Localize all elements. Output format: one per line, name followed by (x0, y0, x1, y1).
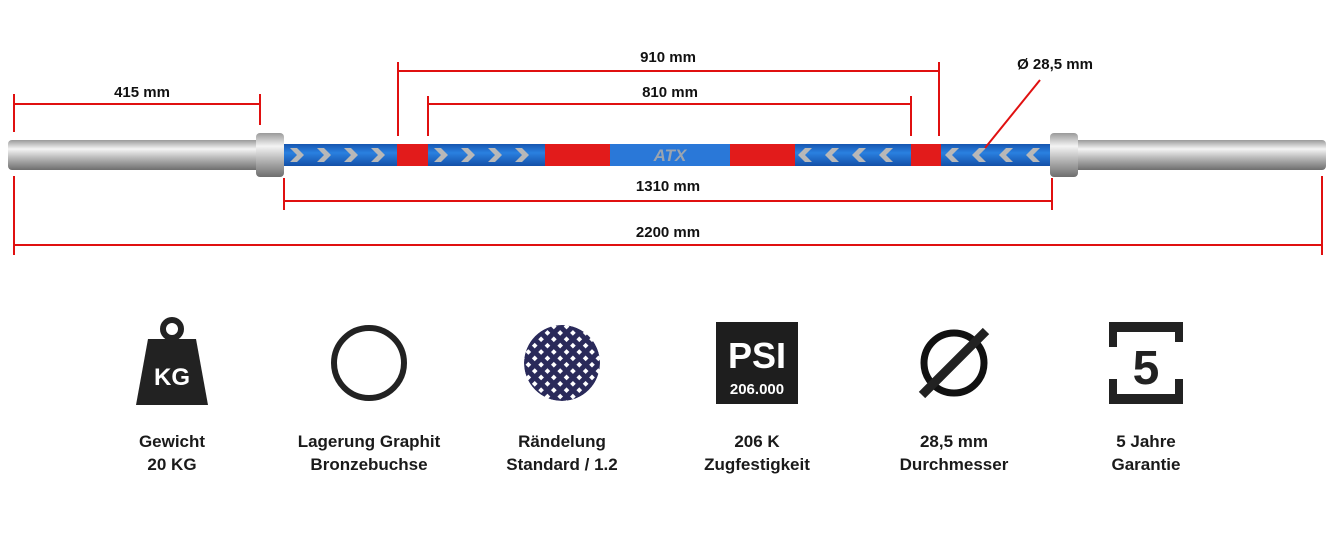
shaft-length-label: 1310 mm (635, 178, 701, 195)
chevron-mark (317, 148, 331, 162)
right-collar (1050, 133, 1078, 177)
svg-text:5: 5 (1133, 342, 1160, 395)
svg-text:PSI: PSI (728, 335, 786, 376)
center-section (610, 144, 730, 166)
bushing-ring-icon (331, 325, 407, 401)
inner-grip-length-label: 810 mm (642, 84, 698, 101)
knurl-marker (911, 144, 941, 166)
chevron-mark (1026, 148, 1040, 162)
left-collar (256, 133, 284, 177)
kg-weight-icon: KG (136, 317, 208, 405)
svg-text:206.000: 206.000 (730, 381, 784, 398)
psi-icon: PSI 206.000 (716, 322, 798, 404)
warranty-5-icon: 5 (1109, 322, 1183, 404)
red-band (730, 144, 795, 166)
chevron-mark (945, 148, 959, 162)
chevron-mark (434, 148, 448, 162)
left-sleeve (8, 140, 262, 170)
outer-grip-length-label: 910 mm (640, 49, 696, 66)
atx-logo: ATX (653, 146, 688, 165)
chevron-mark (371, 148, 385, 162)
chevron-mark (461, 148, 475, 162)
chevron-mark (972, 148, 986, 162)
dimension-lines (13, 62, 1323, 255)
chevron-mark (344, 148, 358, 162)
chevron-mark (798, 148, 812, 162)
svg-text:KG: KG (154, 364, 190, 391)
diameter-icon (918, 327, 990, 399)
chevron-mark (852, 148, 866, 162)
chevron-mark (290, 148, 304, 162)
diameter-label: Ø 28,5 mm (1017, 56, 1093, 73)
chevron-mark (515, 148, 529, 162)
chevron-mark (999, 148, 1013, 162)
knurling-icon (524, 325, 600, 401)
chevron-mark (825, 148, 839, 162)
chevron-mark (879, 148, 893, 162)
barbell-drawing: ATX (8, 62, 1326, 255)
right-sleeve (1072, 140, 1326, 170)
total-length-label: 2200 mm (635, 224, 701, 241)
red-band (545, 144, 610, 166)
sleeve-length-label: 415 mm (114, 84, 170, 101)
chevrons (290, 148, 1040, 162)
knurl-marker (397, 144, 428, 166)
chevron-mark (488, 148, 502, 162)
